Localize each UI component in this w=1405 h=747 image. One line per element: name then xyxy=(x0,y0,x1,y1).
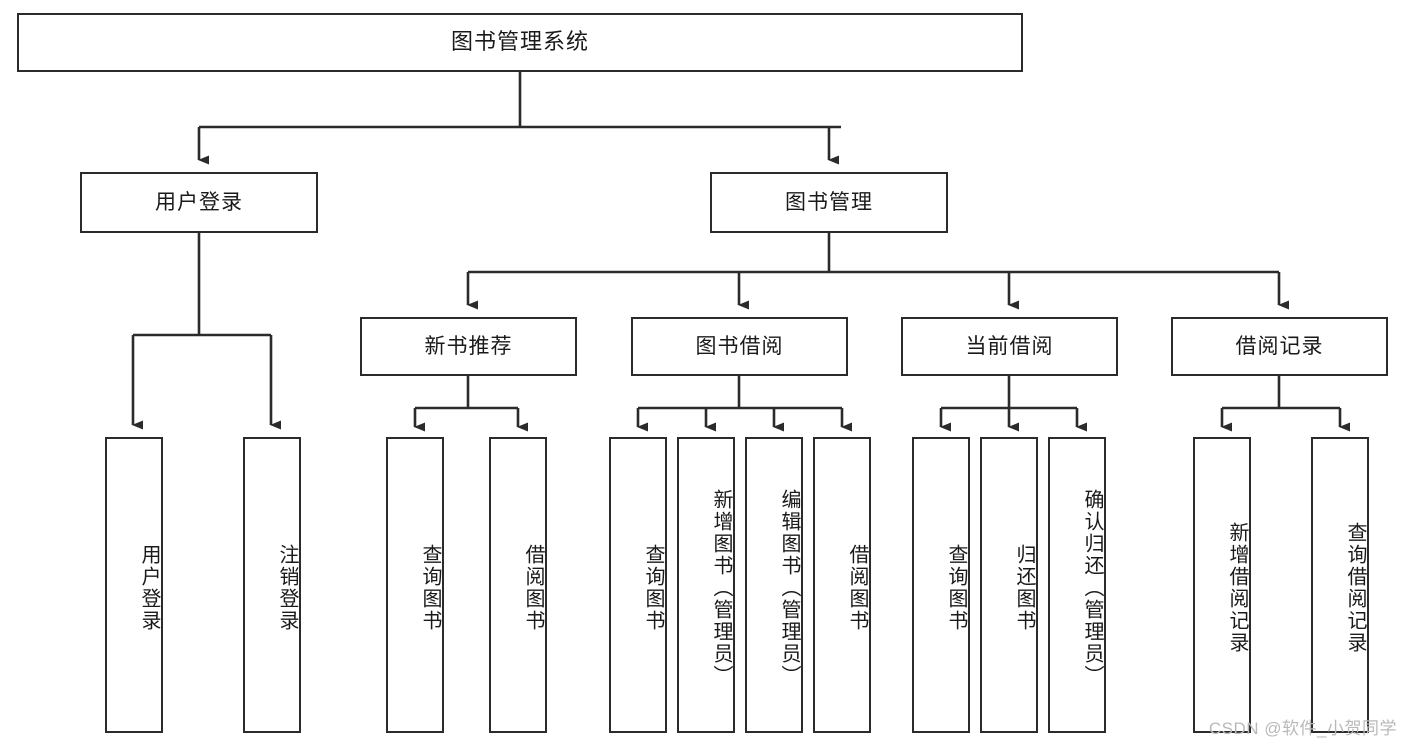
node-label: 图书管理系统 xyxy=(450,29,589,55)
leaf-record-add-borrow-record[interactable]: 新增借阅记录 xyxy=(1193,437,1251,733)
leaf-current-query-book[interactable]: 查询图书 xyxy=(912,437,970,733)
leaf-current-confirm-return-admin[interactable]: 确认归还（管理员） xyxy=(1048,437,1106,733)
leaf-newbook-borrow-book[interactable]: 借阅图书 xyxy=(489,437,547,733)
leaf-user-login-login[interactable]: 用户登录 xyxy=(105,437,163,733)
node-label: 查询借阅记录 xyxy=(1344,522,1366,654)
node-label: 查询图书 xyxy=(945,544,967,632)
node-label: 确认归还（管理员） xyxy=(1081,489,1103,687)
node-book-management[interactable]: 图书管理 xyxy=(710,172,948,233)
node-label: 用户登录 xyxy=(155,190,243,214)
node-label: 当前借阅 xyxy=(965,334,1054,358)
node-label: 图书管理 xyxy=(785,190,873,214)
node-label: 查询图书 xyxy=(642,544,664,632)
node-book-borrow[interactable]: 图书借阅 xyxy=(631,317,848,376)
leaf-newbook-query-book[interactable]: 查询图书 xyxy=(386,437,444,733)
csdn-watermark: CSDN @软件_小贺同学 xyxy=(1208,719,1397,738)
node-label: 图书借阅 xyxy=(695,334,784,358)
leaf-current-return-book[interactable]: 归还图书 xyxy=(980,437,1038,733)
leaf-borrow-edit-book-admin[interactable]: 编辑图书（管理员） xyxy=(745,437,803,733)
node-label: 借阅记录 xyxy=(1235,334,1324,358)
node-label: 新书推荐 xyxy=(424,334,513,358)
node-label: 用户登录 xyxy=(138,544,160,632)
node-label: 查询图书 xyxy=(419,544,441,632)
node-label: 注销登录 xyxy=(276,544,298,632)
leaf-borrow-add-book-admin[interactable]: 新增图书（管理员） xyxy=(677,437,735,733)
leaf-record-query-borrow-record[interactable]: 查询借阅记录 xyxy=(1311,437,1369,733)
node-label: 新增借阅记录 xyxy=(1226,522,1248,654)
node-label: 编辑图书（管理员） xyxy=(778,489,800,687)
node-new-book-recommend[interactable]: 新书推荐 xyxy=(360,317,577,376)
node-label: 新增图书（管理员） xyxy=(710,489,732,687)
leaf-borrow-borrow-book[interactable]: 借阅图书 xyxy=(813,437,871,733)
node-current-borrow[interactable]: 当前借阅 xyxy=(901,317,1118,376)
node-label: 借阅图书 xyxy=(522,544,544,632)
node-root-book-management-system[interactable]: 图书管理系统 xyxy=(17,13,1023,72)
node-user-login[interactable]: 用户登录 xyxy=(80,172,318,233)
node-label: 借阅图书 xyxy=(846,544,868,632)
node-borrow-record[interactable]: 借阅记录 xyxy=(1171,317,1388,376)
node-label: 归还图书 xyxy=(1013,544,1035,632)
leaf-borrow-query-book[interactable]: 查询图书 xyxy=(609,437,667,733)
leaf-user-login-logout[interactable]: 注销登录 xyxy=(243,437,301,733)
